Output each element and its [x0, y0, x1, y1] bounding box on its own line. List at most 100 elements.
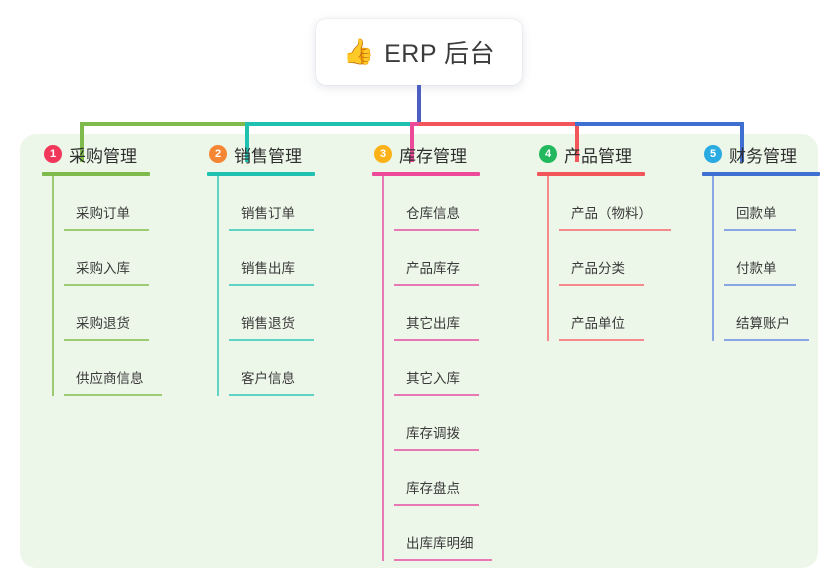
branch-title: 库存管理	[399, 146, 467, 166]
leaf-node[interactable]: 付款单	[724, 231, 839, 286]
branch-title: 财务管理	[729, 146, 797, 166]
leaf-node-underline	[64, 339, 149, 341]
leaf-node-underline	[394, 449, 479, 451]
leaf-node-underline	[559, 229, 671, 231]
branch-title: 产品管理	[564, 146, 632, 166]
branch-leaf-list-3: 仓库信息产品库存其它出库其它入库库存调拨库存盘点出库库明细	[382, 176, 522, 561]
leaf-node-label: 付款单	[736, 261, 777, 276]
leaf-node[interactable]: 采购退货	[64, 286, 192, 341]
root-trunk-connector	[417, 85, 421, 124]
thumbs-up-icon: 👍	[342, 37, 375, 66]
leaf-node-label: 结算账户	[736, 316, 790, 331]
branch-underline-2	[207, 172, 315, 176]
leaf-node-underline	[64, 229, 149, 231]
leaf-node[interactable]: 采购订单	[64, 176, 192, 231]
branch-drop-connector-4	[575, 122, 579, 162]
branch-spine-connector	[52, 176, 54, 396]
branch-underline-4	[537, 172, 645, 176]
branch-index-badge: 3	[374, 145, 392, 163]
branch-bus-segment-1	[80, 122, 249, 126]
leaf-node-underline	[229, 339, 314, 341]
leaf-node-label: 采购入库	[76, 261, 130, 276]
branch-underline-5	[702, 172, 820, 176]
root-node-card[interactable]: 👍 ERP 后台	[316, 19, 522, 85]
leaf-node[interactable]: 其它出库	[394, 286, 522, 341]
leaf-node[interactable]: 供应商信息	[64, 341, 192, 396]
branch-spine-connector	[547, 176, 549, 341]
leaf-node-label: 产品单位	[571, 316, 625, 331]
leaf-node[interactable]: 库存调拨	[394, 396, 522, 451]
branch-spine-connector	[712, 176, 714, 341]
leaf-node-underline	[559, 339, 644, 341]
leaf-node-underline	[394, 284, 479, 286]
leaf-node-underline	[64, 284, 149, 286]
leaf-node-underline	[724, 229, 796, 231]
branch-header-3[interactable]: 3 库存管理	[372, 140, 522, 168]
leaf-node-underline	[394, 504, 479, 506]
leaf-node-label: 产品（物料）	[571, 206, 652, 221]
leaf-node-label: 库存盘点	[406, 481, 460, 496]
leaf-node-underline	[229, 394, 314, 396]
branch-title: 销售管理	[234, 146, 302, 166]
branch-drop-connector-5	[740, 122, 744, 162]
leaf-node[interactable]: 采购入库	[64, 231, 192, 286]
leaf-node[interactable]: 仓库信息	[394, 176, 522, 231]
leaf-node-label: 采购退货	[76, 316, 130, 331]
leaf-node-label: 回款单	[736, 206, 777, 221]
branch-spine-connector	[382, 176, 384, 561]
leaf-node[interactable]: 产品分类	[559, 231, 687, 286]
diagram-panel-background	[20, 134, 818, 568]
branch-drop-connector-1	[80, 122, 84, 162]
leaf-node-label: 销售订单	[241, 206, 295, 221]
leaf-node[interactable]: 销售订单	[229, 176, 357, 231]
branch-bus-segment-4	[419, 122, 579, 126]
leaf-node-label: 仓库信息	[406, 206, 460, 221]
leaf-node[interactable]: 产品（物料）	[559, 176, 687, 231]
leaf-node-underline	[229, 284, 314, 286]
leaf-node-label: 销售出库	[241, 261, 295, 276]
leaf-node-label: 库存调拨	[406, 426, 460, 441]
leaf-node-underline	[394, 559, 492, 561]
leaf-node[interactable]: 销售出库	[229, 231, 357, 286]
branch-underline-1	[42, 172, 150, 176]
branch-leaf-list-5: 回款单付款单结算账户	[712, 176, 839, 341]
leaf-node-underline	[724, 339, 809, 341]
branch-leaf-list-1: 采购订单采购入库采购退货供应商信息	[52, 176, 192, 396]
leaf-node[interactable]: 产品库存	[394, 231, 522, 286]
branch-drop-connector-3	[410, 122, 414, 162]
branch-header-5[interactable]: 5 财务管理	[702, 140, 839, 168]
leaf-node[interactable]: 库存盘点	[394, 451, 522, 506]
branch-header-2[interactable]: 2 销售管理	[207, 140, 357, 168]
leaf-node[interactable]: 回款单	[724, 176, 839, 231]
branch-underline-3	[372, 172, 480, 176]
leaf-node-underline	[229, 229, 314, 231]
branch-column-2: 2 销售管理销售订单销售出库销售退货客户信息	[207, 140, 357, 396]
leaf-node-label: 产品库存	[406, 261, 460, 276]
branch-bus-segment-5	[575, 122, 744, 126]
branch-drop-connector-2	[245, 122, 249, 162]
branch-title: 采购管理	[69, 146, 137, 166]
leaf-node[interactable]: 结算账户	[724, 286, 839, 341]
leaf-node-underline	[64, 394, 162, 396]
leaf-node[interactable]: 其它入库	[394, 341, 522, 396]
leaf-node-label: 产品分类	[571, 261, 625, 276]
leaf-node[interactable]: 产品单位	[559, 286, 687, 341]
branch-index-badge: 4	[539, 145, 557, 163]
leaf-node[interactable]: 销售退货	[229, 286, 357, 341]
branch-spine-connector	[217, 176, 219, 396]
leaf-node[interactable]: 客户信息	[229, 341, 357, 396]
branch-bus-segment-3	[410, 122, 423, 126]
branch-leaf-list-2: 销售订单销售出库销售退货客户信息	[217, 176, 357, 396]
leaf-node-underline	[559, 284, 644, 286]
branch-index-badge: 5	[704, 145, 722, 163]
leaf-node-label: 出库库明细	[406, 536, 474, 551]
branch-header-4[interactable]: 4 产品管理	[537, 140, 687, 168]
leaf-node[interactable]: 出库库明细	[394, 506, 522, 561]
leaf-node-label: 客户信息	[241, 371, 295, 386]
branch-bus-segment-2	[245, 122, 414, 126]
leaf-node-underline	[394, 229, 479, 231]
branch-index-badge: 2	[209, 145, 227, 163]
